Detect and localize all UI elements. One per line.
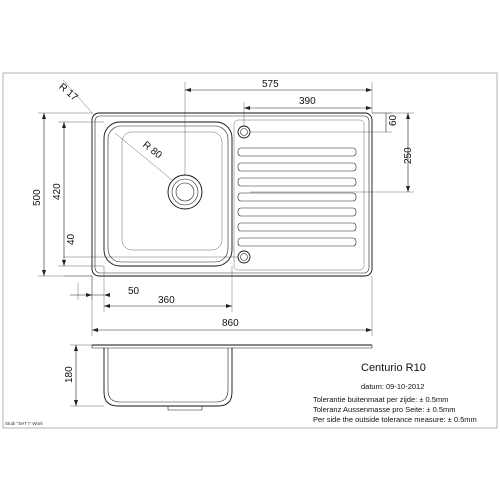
tap-hole-top (237, 125, 251, 139)
drainer-rib (237, 237, 357, 247)
drainer-rib (237, 147, 357, 157)
sink-bowl-inner (107, 125, 229, 263)
dim-40-label: 40 (66, 233, 77, 245)
dim-860-label: 860 (222, 318, 239, 329)
drainer-ribs (237, 147, 357, 247)
sink-bowl-floor (121, 131, 223, 251)
drainer-rib (237, 207, 357, 217)
info-block: Centurio R10 datum: 09-10-2012 Toleranti… (313, 362, 477, 424)
dimension-lines: R 17 R 80 575 390 60 250 (32, 79, 414, 336)
tap-hole-bottom-inner (240, 253, 248, 261)
drain-outer-ring (167, 174, 203, 210)
dim-390-label: 390 (299, 96, 316, 107)
dim-60-label: 60 (388, 114, 399, 126)
sink-bowl-outer (103, 121, 233, 267)
tolerance-english: Per side the outside tolerance measure: … (313, 415, 477, 424)
drainer-area (233, 119, 365, 271)
drawing-frame (2, 72, 498, 429)
tolerance-german: Toleranz Aussenmasse pro Seite: ± 0.5mm (313, 405, 456, 414)
drainer-rib (237, 192, 357, 202)
sink-top-view (91, 112, 373, 277)
sink-side-view: 180 (64, 344, 373, 411)
dim-575-label: 575 (262, 79, 279, 90)
model-name: Centurio R10 (361, 362, 426, 374)
dim-420-label: 420 (52, 183, 63, 200)
side-bowl-inner (107, 348, 229, 403)
dim-250-label: 250 (403, 147, 414, 164)
r17-leader (62, 79, 95, 116)
dim-500-label: 500 (32, 189, 43, 206)
tolerance-dutch: Tolerantie buitenmaat per zijde: ± 0.5mm (313, 395, 448, 404)
r80-label: R 80 (140, 140, 164, 162)
tap-hole-bottom (237, 250, 251, 264)
side-bowl-outer (103, 348, 233, 407)
drainer-rib (237, 222, 357, 232)
drainer-rib (237, 177, 357, 187)
r80-leader (114, 132, 173, 181)
dim-180-label: 180 (64, 366, 75, 383)
r17-label: R 17 (56, 81, 80, 103)
drainer-rib (237, 162, 357, 172)
drawing-date: datum: 09-10-2012 (361, 382, 424, 391)
side-drain (167, 406, 203, 411)
drain-middle-ring (171, 178, 199, 206)
dim-360-label: 360 (158, 295, 175, 306)
dim-50-label: 50 (128, 286, 140, 297)
tap-hole-top-inner (240, 128, 248, 136)
drain-inner-ring (175, 182, 195, 202)
studio-credit: Studi "SHT I" Work (5, 421, 44, 426)
